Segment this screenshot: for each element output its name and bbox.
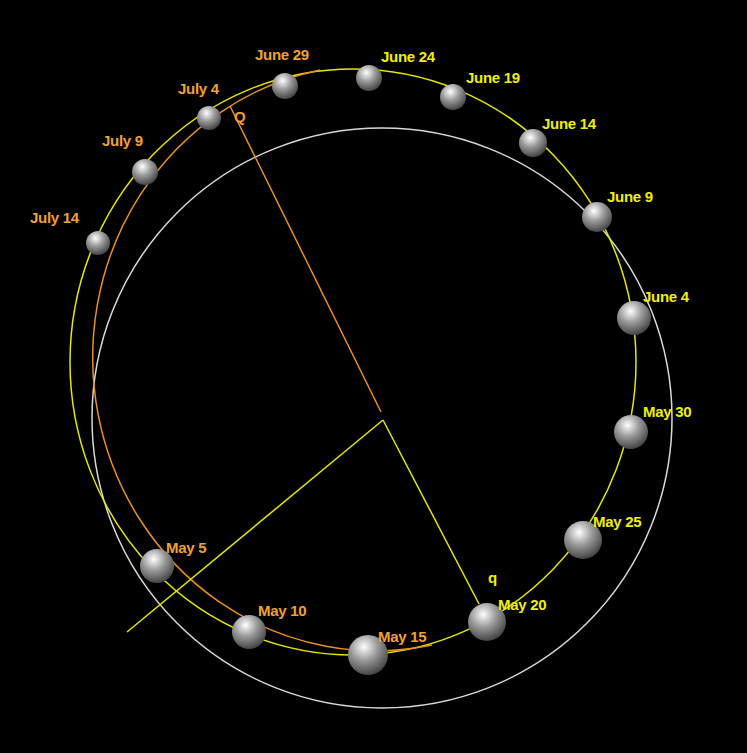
date-label: July 14 — [30, 209, 79, 226]
date-label: July 9 — [102, 132, 143, 149]
date-label: June 29 — [255, 46, 309, 63]
date-label: July 4 — [178, 80, 219, 97]
date-label: June 24 — [381, 48, 435, 65]
date-label: June 19 — [466, 69, 520, 86]
date-label: May 5 — [166, 539, 206, 556]
date-label: May 30 — [643, 403, 691, 420]
date-label: May 20 — [498, 596, 546, 613]
date-label: June 4 — [643, 288, 689, 305]
apsis-line — [230, 106, 381, 412]
date-label: May 15 — [378, 628, 426, 645]
date-label: Q — [234, 108, 245, 125]
date-label: May 10 — [258, 602, 306, 619]
date-label: June 9 — [607, 188, 653, 205]
orbit-orange — [93, 70, 432, 651]
orbit-yellow — [70, 69, 636, 655]
date-label: May 25 — [593, 513, 641, 530]
date-label: June 14 — [542, 115, 596, 132]
planet-positions — [86, 65, 651, 675]
radius-line — [127, 420, 383, 632]
apsis-line — [383, 420, 479, 604]
date-label: q — [488, 569, 497, 586]
reference-circle — [92, 128, 672, 708]
